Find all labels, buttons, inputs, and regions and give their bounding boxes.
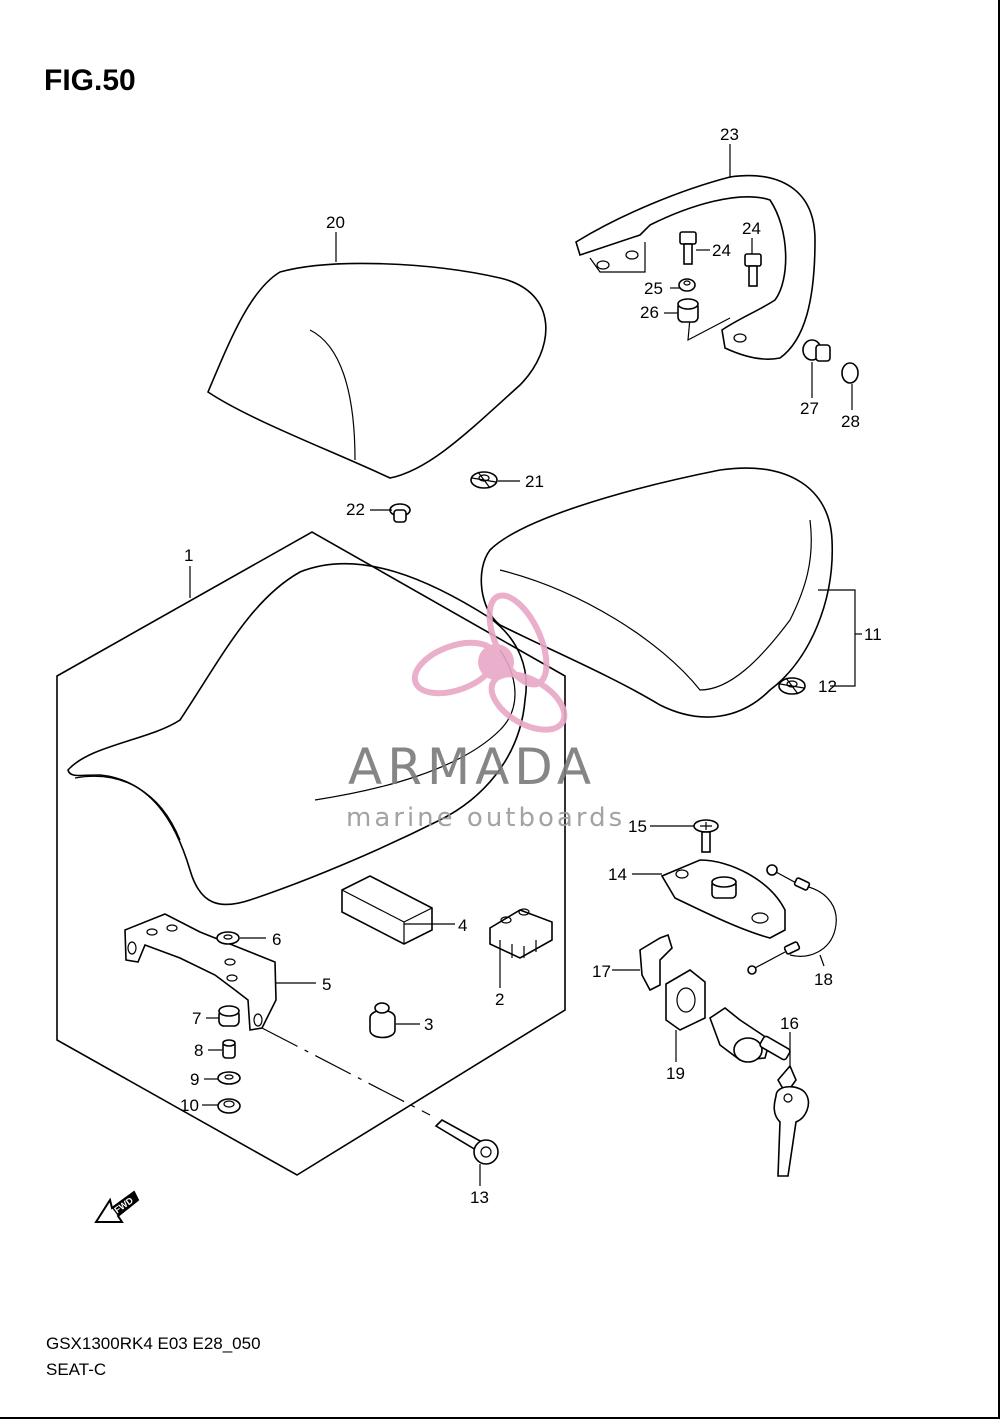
callout-18: 18 [814,970,833,989]
part-cushion-3 [369,1002,396,1039]
callout-22: 22 [346,500,365,519]
callout-27: 27 [800,399,819,418]
callout-21: 21 [525,472,544,491]
callout-2: 2 [495,990,504,1009]
callout-24-right: 24 [742,219,761,238]
part-front-seat [67,562,527,906]
callout-15: 15 [628,817,647,836]
callout-17: 17 [592,962,611,981]
model-code: GSX1300RK4 E03 E28_050 [46,1334,261,1353]
part-lock-set-16 [709,1007,810,1177]
callout-10: 10 [180,1096,199,1115]
part-pin-22 [389,503,411,523]
part-group-box [56,531,566,1176]
part-rear-seat [480,467,834,718]
callout-12: 12 [818,677,837,696]
part-clip-17 [639,933,673,992]
part-grab-handle [575,174,816,360]
assembly-line-13 [261,1027,431,1116]
part-block-4 [341,875,433,945]
callout-7: 7 [192,1009,201,1028]
propeller-icon [411,592,568,733]
part-seat-cowl [207,262,547,479]
callout-3: 3 [424,1015,433,1034]
callout-6: 6 [272,930,281,949]
section-name: SEAT-C [46,1360,106,1379]
callout-numbers: 23 20 24 24 25 26 27 28 21 22 1 11 12 15… [180,125,882,1207]
part-cable-18 [747,864,837,975]
callout-1: 1 [184,546,193,565]
part-lock-plate-14 [660,859,786,939]
part-grommet-21 [470,471,498,489]
part-cap-28 [841,362,859,384]
part-bolt-13 [434,1119,499,1165]
callout-16: 16 [780,1014,799,1033]
part-cushion-7 [218,1005,240,1027]
part-bolt-27 [802,339,831,362]
part-bolt-24a [679,231,697,265]
part-grommet-12 [778,677,806,695]
bracket-11-12 [818,589,856,687]
forward-direction-arrow: FWD [94,1190,140,1223]
part-collar-8 [222,1039,236,1059]
part-nut-10 [217,1098,241,1114]
watermark-logo: ARMADA marine outboards [346,592,625,833]
callout-8: 8 [194,1041,203,1060]
callout-26: 26 [640,303,659,322]
callout-25: 25 [644,279,663,298]
part-damper-2 [489,908,553,959]
callout-11: 11 [864,625,882,644]
part-washer-25 [678,278,696,292]
leader-lines [189,144,853,1186]
callout-20: 20 [326,213,345,232]
part-washer-9 [217,1071,241,1085]
callout-5: 5 [322,975,331,994]
callout-14: 14 [608,865,627,884]
figure-title: FIG.50 [44,64,136,97]
watermark-brand: ARMADA [348,738,596,796]
part-washer-6 [216,931,240,945]
part-plate-19 [665,969,706,1031]
part-cushion-26 [677,298,699,323]
part-screw-15 [693,819,719,853]
callout-24-left: 24 [712,241,731,260]
callout-23: 23 [720,125,739,144]
callout-4: 4 [458,916,467,935]
callout-9: 9 [190,1070,199,1089]
callout-13: 13 [470,1188,489,1207]
callout-19: 19 [666,1064,685,1083]
callout-28: 28 [841,412,860,431]
watermark-tagline: marine outboards [346,803,625,833]
part-bolt-24b [744,253,762,287]
